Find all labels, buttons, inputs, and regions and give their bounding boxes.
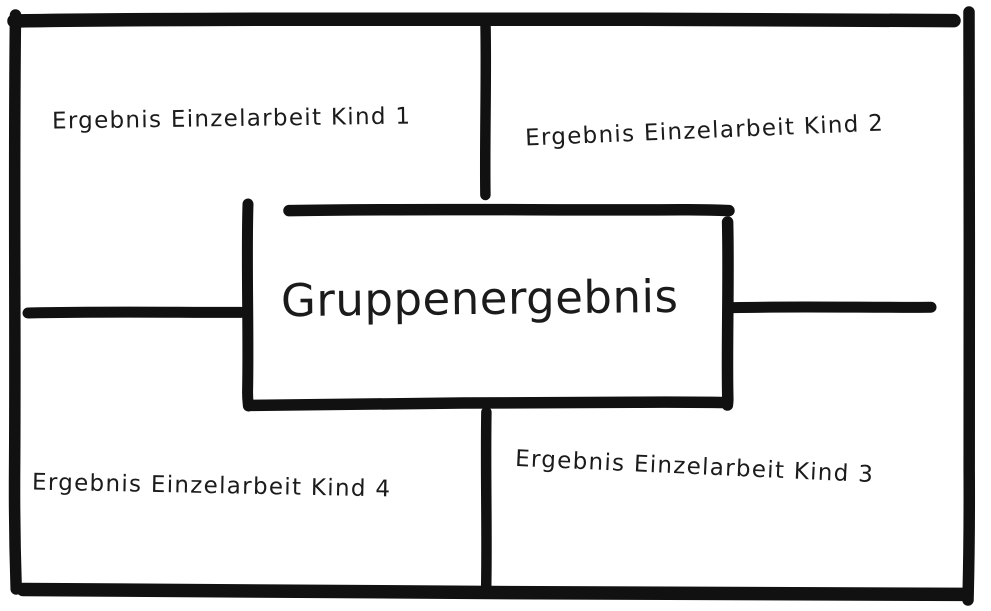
divider-top-vertical xyxy=(479,18,492,201)
center-box-bottom-edge xyxy=(243,396,733,412)
frame-top-line xyxy=(7,12,961,28)
frame-left-line xyxy=(8,9,22,595)
connector-left-line xyxy=(22,306,247,319)
center-label-gruppenergebnis: Gruppenergebnis xyxy=(280,269,679,328)
center-box-left-edge xyxy=(241,198,254,412)
frame-bottom-line xyxy=(16,582,969,602)
center-box-right-edge xyxy=(721,216,734,411)
frame-right-line xyxy=(962,6,976,606)
connector-right-line xyxy=(728,301,937,314)
center-box-top-edge xyxy=(283,203,735,217)
quadrant-label-kind-1: Ergebnis Einzelarbeit Kind 1 xyxy=(51,103,412,135)
